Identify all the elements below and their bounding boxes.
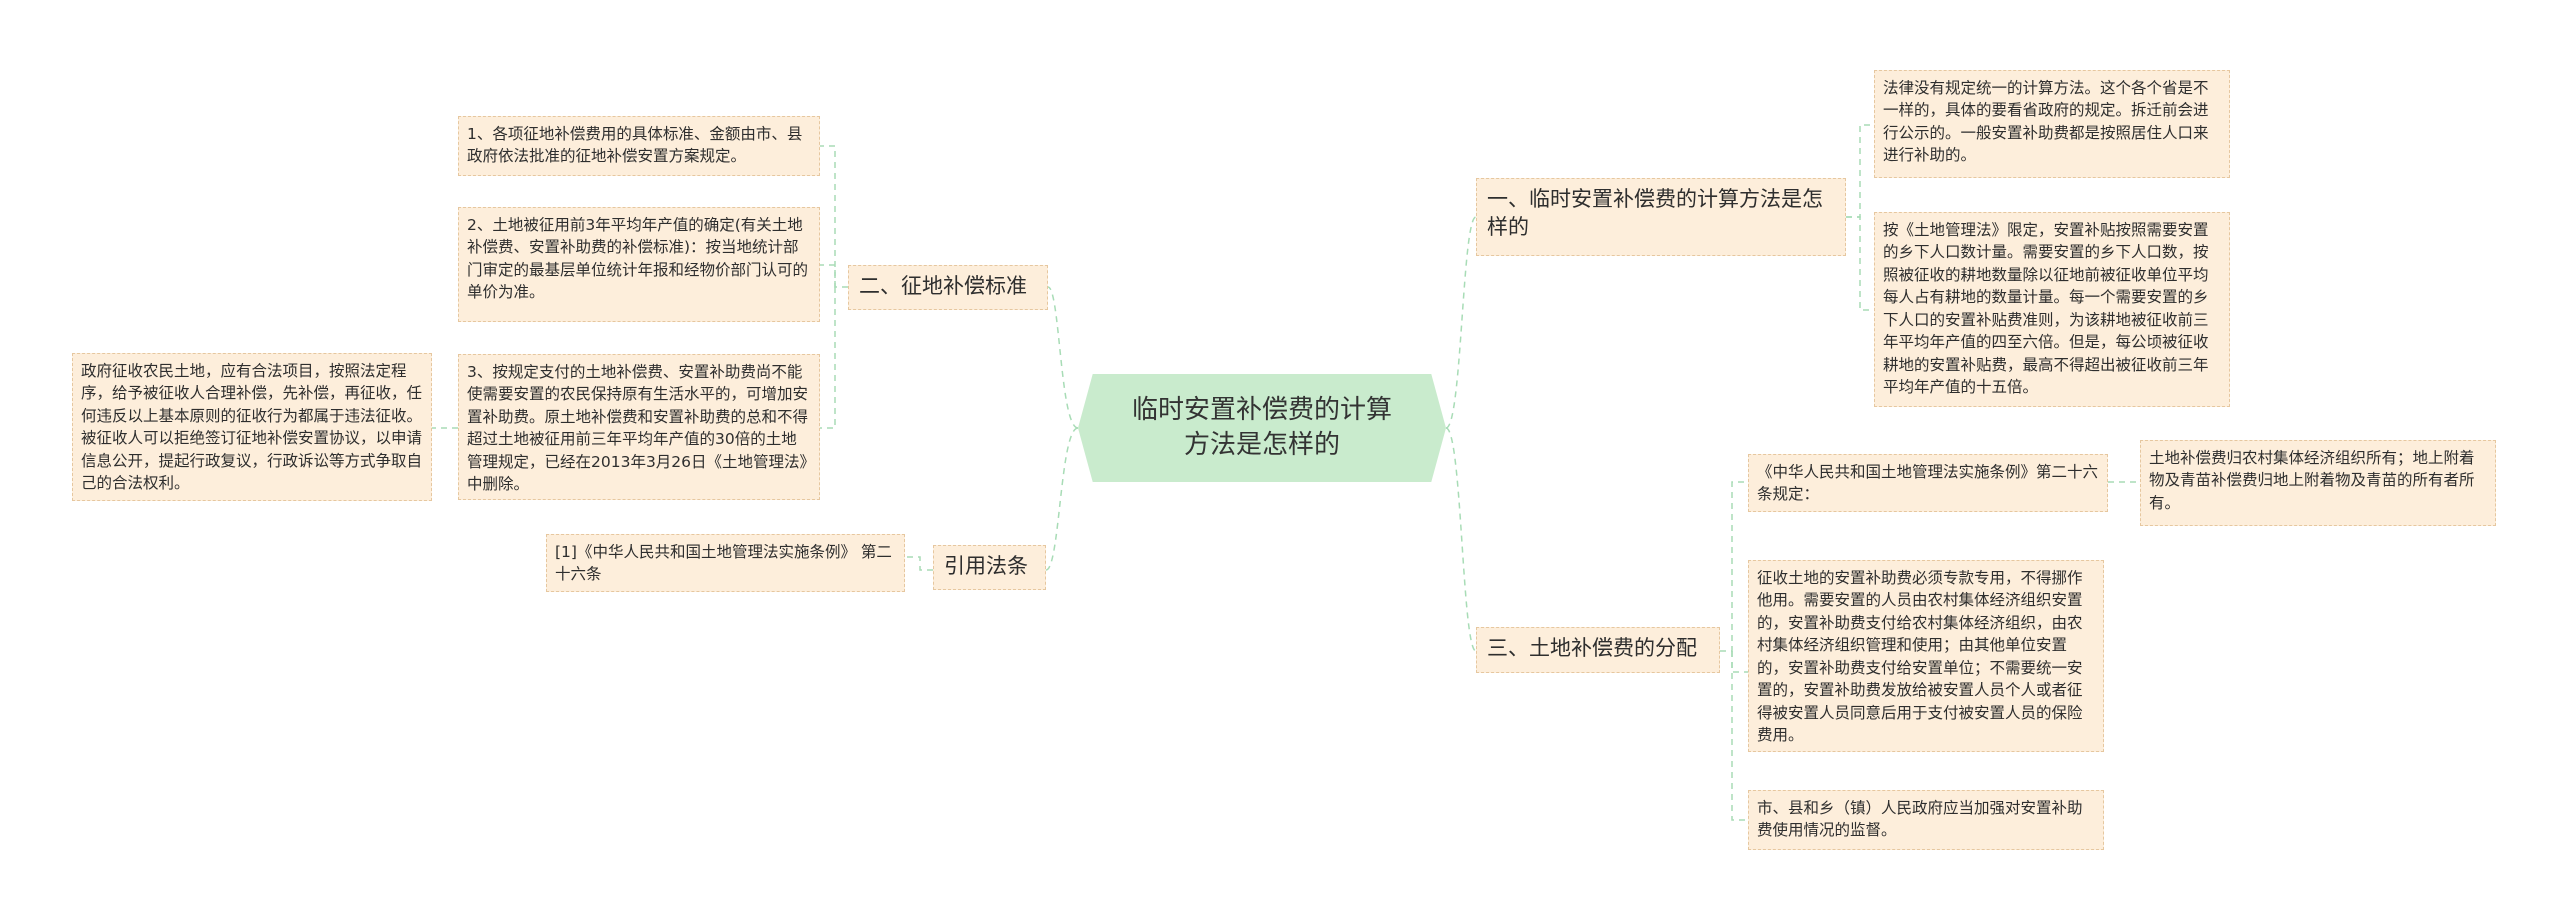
alloc-item-2[interactable]: 征收土地的安置补助费必须专款专用，不得挪作他用。需要安置的人员由农村集体经济组织…	[1748, 560, 2104, 752]
branch-calculation-method[interactable]: 一、临时安置补偿费的计算方法是怎样的	[1476, 178, 1846, 256]
branch-compensation-standard[interactable]: 二、征地补偿标准	[848, 265, 1048, 310]
alloc-item-1[interactable]: 《中华人民共和国土地管理法实施条例》第二十六条规定：	[1748, 454, 2108, 512]
calc-item-1[interactable]: 法律没有规定统一的计算方法。这个各个省是不一样的，具体的要看省政府的规定。拆迁前…	[1874, 70, 2230, 178]
standard-item-3[interactable]: 3、按规定支付的土地补偿费、安置补助费尚不能使需要安置的农民保持原有生活水平的，…	[458, 354, 820, 500]
branch-compensation-allocation[interactable]: 三、土地补偿费的分配	[1476, 627, 1720, 673]
root-topic[interactable]: 临时安置补偿费的计算方法是怎样的	[1078, 374, 1446, 482]
branch-label: 一、临时安置补偿费的计算方法是怎样的	[1487, 187, 1823, 240]
branch-label: 引用法条	[944, 554, 1028, 578]
standard-item-1[interactable]: 1、各项征地补偿费用的具体标准、金额由市、县政府依法批准的征地补偿安置方案规定。	[458, 116, 820, 176]
standard-item-2[interactable]: 2、土地被征用前3年平均年产值的确定(有关土地补偿费、安置补助费的补偿标准)：按…	[458, 207, 820, 322]
branch-cited-law[interactable]: 引用法条	[933, 545, 1046, 590]
cited-law-item[interactable]: [1]《中华人民共和国土地管理法实施条例》 第二十六条	[546, 534, 905, 592]
branch-label: 二、征地补偿标准	[859, 274, 1027, 298]
standard-item-3-detail[interactable]: 政府征收农民土地，应有合法项目，按照法定程序，给予被征收人合理补偿，先补偿，再征…	[72, 353, 432, 501]
root-title: 临时安置补偿费的计算方法是怎样的	[1131, 394, 1392, 460]
alloc-item-3[interactable]: 市、县和乡（镇）人民政府应当加强对安置补助费使用情况的监督。	[1748, 790, 2104, 850]
alloc-item-1-detail[interactable]: 土地补偿费归农村集体经济组织所有；地上附着物及青苗补偿费归地上附着物及青苗的所有…	[2140, 440, 2496, 526]
branch-label: 三、土地补偿费的分配	[1487, 636, 1697, 660]
calc-item-2[interactable]: 按《土地管理法》限定，安置补贴按照需要安置的乡下人口数计量。需要安置的乡下人口数…	[1874, 212, 2230, 407]
